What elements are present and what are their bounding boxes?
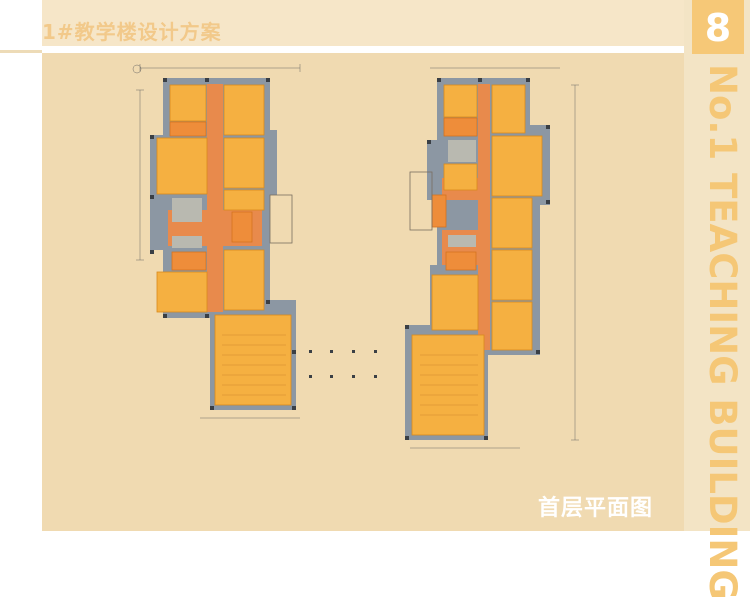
floor-plan-drawing	[132, 64, 579, 449]
sheet-number-band	[692, 0, 744, 54]
left-rule	[0, 50, 42, 53]
dimension-lines	[132, 64, 579, 449]
room-l1	[169, 84, 207, 122]
building-left	[150, 78, 296, 410]
right-strip	[684, 0, 750, 531]
sheet-number: 8	[704, 6, 732, 50]
vertical-english-title: No.1 TEACHING BUILDING	[701, 64, 744, 600]
plan-title: 首层平面图	[538, 496, 654, 521]
colonnade	[309, 350, 377, 378]
drawing-area	[42, 53, 684, 531]
sheet-title: 1#教学楼设计方案	[42, 20, 222, 44]
header-band	[42, 0, 684, 46]
building-right	[405, 78, 550, 440]
